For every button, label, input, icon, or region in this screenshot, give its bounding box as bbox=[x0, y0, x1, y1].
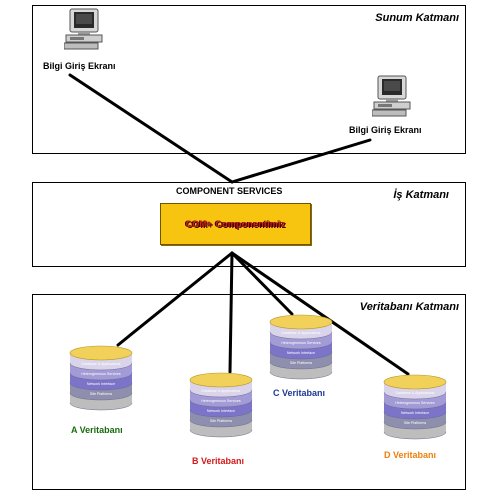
business-tier-title: İş Katmanı bbox=[393, 189, 449, 201]
business-tier-panel: İş Katmanı bbox=[32, 182, 466, 267]
database-layer-label: Heterogeneous Services bbox=[281, 341, 321, 345]
database-cylinder-icon: Site Platforms Network Interface Heterogen… bbox=[269, 314, 333, 380]
database-top bbox=[269, 314, 333, 330]
database-layer-label: Site Platforms bbox=[290, 361, 313, 365]
database-layer-label: Database & Applications bbox=[282, 331, 321, 335]
link-db-d bbox=[230, 251, 410, 376]
database-c: Site Platforms Network Interface Heterogen… bbox=[268, 314, 334, 385]
link-terminal-left bbox=[68, 73, 234, 184]
database-a-label: A Veritabanı bbox=[71, 425, 123, 435]
database-b-label: B Veritabanı bbox=[192, 456, 245, 466]
database-cylinder-icon: Site Platforms Network Interface Heterogen… bbox=[69, 345, 133, 411]
link-terminal-right bbox=[230, 138, 372, 184]
database-layer-label: Network Interface bbox=[87, 382, 115, 386]
database-layer-label: Site Platforms bbox=[90, 392, 113, 396]
database-cylinder-icon: Site Platforms Network Interface Heterogen… bbox=[189, 372, 253, 438]
terminal-left-label: Bilgi Giriş Ekranı bbox=[43, 61, 116, 71]
database-top bbox=[69, 345, 133, 361]
terminal-right-label: Bilgi Giriş Ekranı bbox=[349, 125, 422, 135]
link-db-a bbox=[116, 251, 234, 347]
database-layer-label: Database & Applications bbox=[396, 391, 435, 395]
database-layer-label: Network Interface bbox=[401, 411, 429, 415]
computer-icon bbox=[64, 8, 103, 50]
database-a: Site Platforms Network Interface Heterogen… bbox=[68, 345, 134, 416]
link-db-b bbox=[228, 251, 234, 374]
database-d: Site Platforms Network Interface Heterogen… bbox=[382, 374, 448, 445]
database-layer-label: Heterogeneous Services bbox=[395, 401, 435, 405]
database-d-label: D Veritabanı bbox=[384, 450, 437, 460]
component-services-label: COMPONENT SERVICES bbox=[176, 186, 283, 196]
link-db-c bbox=[230, 251, 294, 316]
database-tier-title: Veritabanı Katmanı bbox=[359, 301, 459, 313]
database-cylinder-icon: Site Platforms Network Interface Heterogen… bbox=[383, 374, 447, 440]
database-c-label: C Veritabanı bbox=[273, 388, 326, 398]
database-layer-label: Site Platforms bbox=[404, 421, 427, 425]
database-layer-label: Database & Applications bbox=[202, 389, 241, 393]
database-top bbox=[383, 374, 447, 390]
database-layer-label: Network Interface bbox=[207, 409, 235, 413]
database-layer-label: Heterogeneous Services bbox=[81, 372, 121, 376]
presentation-tier-title: Sunum Katmanı bbox=[375, 12, 459, 24]
database-top bbox=[189, 372, 253, 388]
com-component-box: COM+ Componentimiz bbox=[160, 203, 311, 245]
database-layer-label: Network Interface bbox=[287, 351, 315, 355]
computer-icon bbox=[372, 75, 411, 117]
database-layer-label: Heterogeneous Services bbox=[201, 399, 241, 403]
database-layer-label: Database & Applications bbox=[82, 362, 121, 366]
database-layer-label: Site Platforms bbox=[210, 419, 233, 423]
database-b: Site Platforms Network Interface Heterogen… bbox=[188, 372, 254, 443]
com-component-label: COM+ Componentimiz bbox=[185, 219, 286, 229]
